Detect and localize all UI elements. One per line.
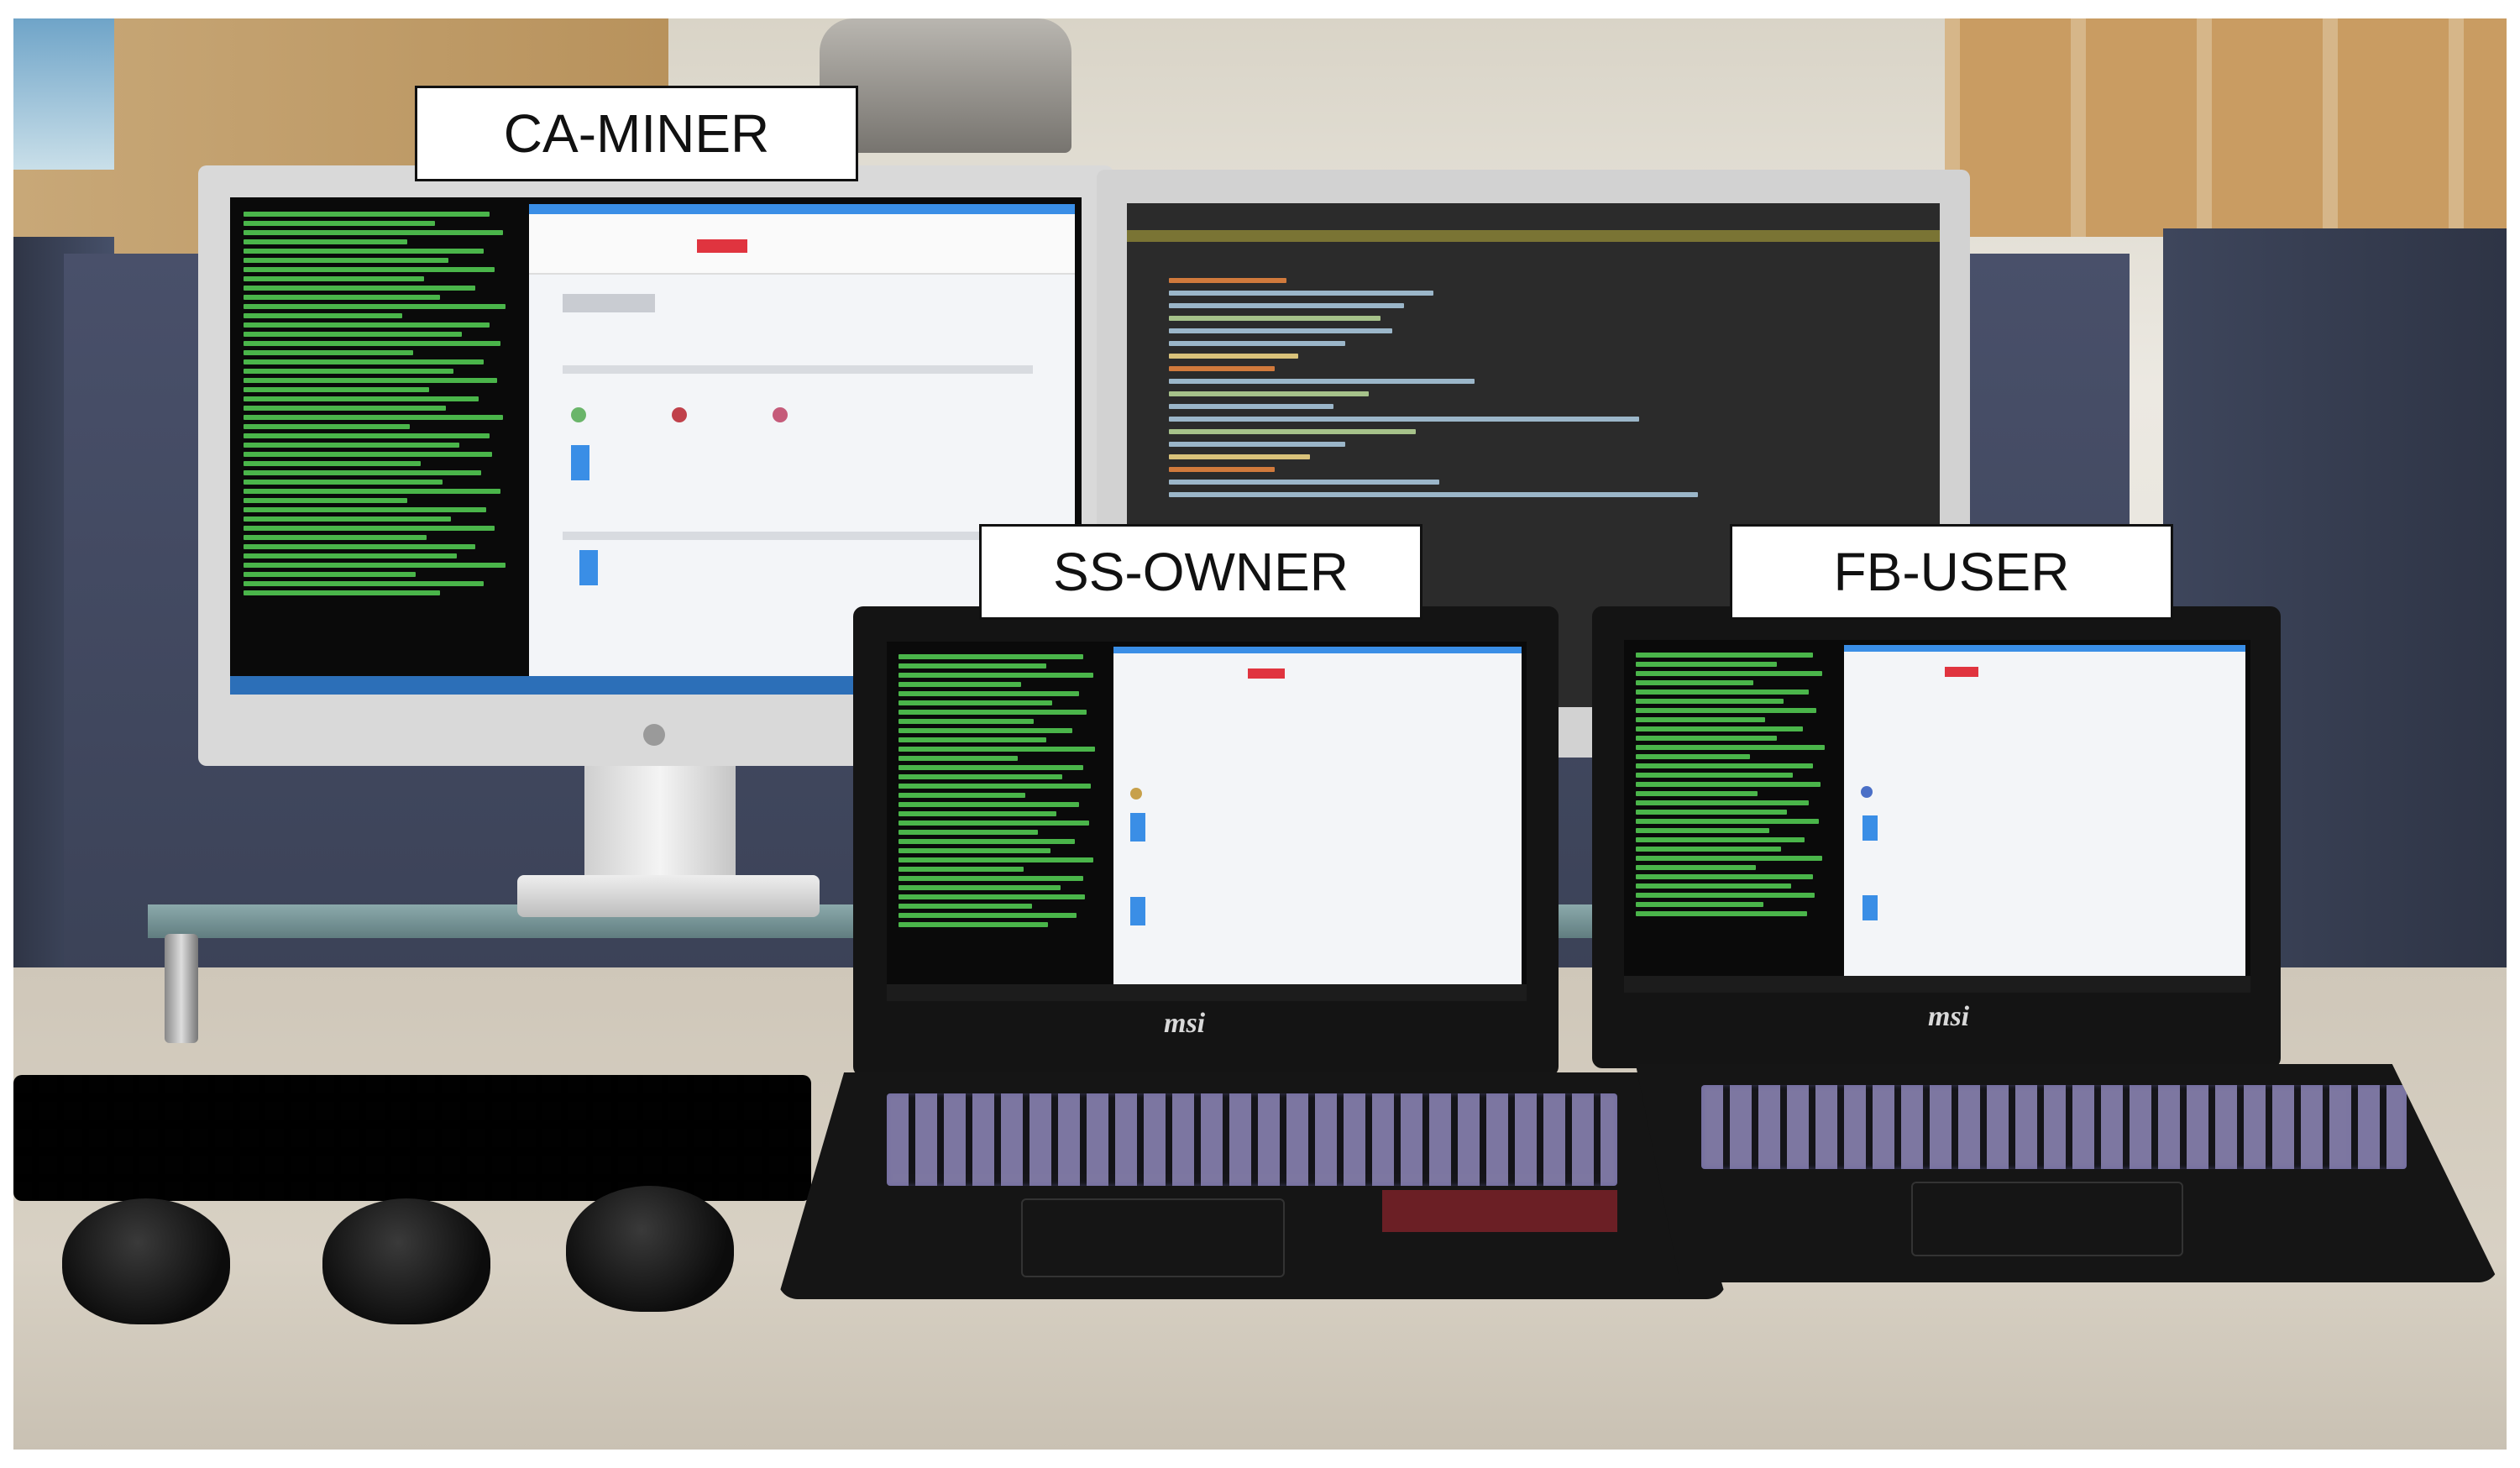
fb-user-red-badge xyxy=(1945,667,1978,677)
wallet-heading-bar xyxy=(563,294,655,312)
fb-user-taskbar xyxy=(1624,976,2250,993)
laptop-fb-user-screen xyxy=(1624,640,2250,993)
left-monitor-stand xyxy=(584,766,736,883)
laptop-ss-owner-base xyxy=(778,1072,1726,1299)
laptop-fb-user-touchpad xyxy=(1911,1182,2183,1256)
ss-owner-taskbar xyxy=(887,984,1527,1001)
laptop-ss-owner-screen xyxy=(887,642,1527,1001)
printer xyxy=(820,18,1071,153)
stand-leg xyxy=(165,934,198,1043)
ss-owner-red-badge xyxy=(1248,668,1285,679)
wallet-blue-card-2 xyxy=(579,550,598,585)
laptop-ss-owner-touchpad xyxy=(1021,1198,1285,1277)
miner-terminal xyxy=(235,204,525,674)
ss-owner-avatar xyxy=(1130,788,1142,800)
fb-user-avatar xyxy=(1861,786,1873,798)
account-avatar-red xyxy=(672,407,687,422)
editor-code-area xyxy=(1169,270,1757,606)
fb-user-blue-card-2 xyxy=(1862,895,1878,920)
mouse-2 xyxy=(322,1198,490,1324)
label-fb-user: FB-USER xyxy=(1730,524,2173,620)
ss-owner-wallet-window xyxy=(1113,647,1522,986)
fb-user-blue-card xyxy=(1862,815,1878,841)
lab-photo: msi msi xyxy=(13,18,2507,1450)
wallet-blue-card xyxy=(571,445,589,480)
laptop-ss-owner-red-sticker xyxy=(1382,1190,1617,1232)
laptop-ss-owner-keyboard xyxy=(887,1093,1617,1186)
wallet-toolbar xyxy=(529,214,1075,275)
ss-owner-terminal xyxy=(892,647,1110,983)
label-ca-miner: CA-MINER xyxy=(415,86,858,181)
laptop-ss-owner-brand: msi xyxy=(1164,1008,1206,1039)
wallet-red-badge xyxy=(697,239,747,253)
wallet-text-bar-2 xyxy=(563,532,1033,540)
laptop-fb-user-brand: msi xyxy=(1928,1001,1970,1032)
wallet-text-bar xyxy=(563,365,1033,374)
mouse-1 xyxy=(62,1198,230,1324)
ss-owner-blue-card xyxy=(1130,813,1145,841)
laptop-fb-user-keyboard xyxy=(1701,1085,2407,1169)
left-shelf-boxes xyxy=(13,18,114,170)
desktop-keyboard xyxy=(13,1075,811,1201)
fb-user-terminal xyxy=(1629,645,1839,973)
account-avatar-pink xyxy=(773,407,788,422)
right-bookshelf xyxy=(1945,18,2507,237)
left-monitor-base xyxy=(517,875,820,917)
account-avatar-green xyxy=(571,407,586,422)
editor-warning-bar xyxy=(1127,230,1940,242)
label-ss-owner: SS-OWNER xyxy=(979,524,1422,620)
apple-logo xyxy=(643,724,665,746)
fb-user-wallet-window xyxy=(1844,645,2245,978)
laptop-fb-user-base xyxy=(1635,1064,2499,1282)
laptop-ss-owner-lid: msi xyxy=(853,606,1559,1077)
laptop-fb-user-lid: msi xyxy=(1592,606,2281,1068)
ss-owner-blue-card-2 xyxy=(1130,897,1145,925)
mouse-3 xyxy=(566,1186,734,1312)
